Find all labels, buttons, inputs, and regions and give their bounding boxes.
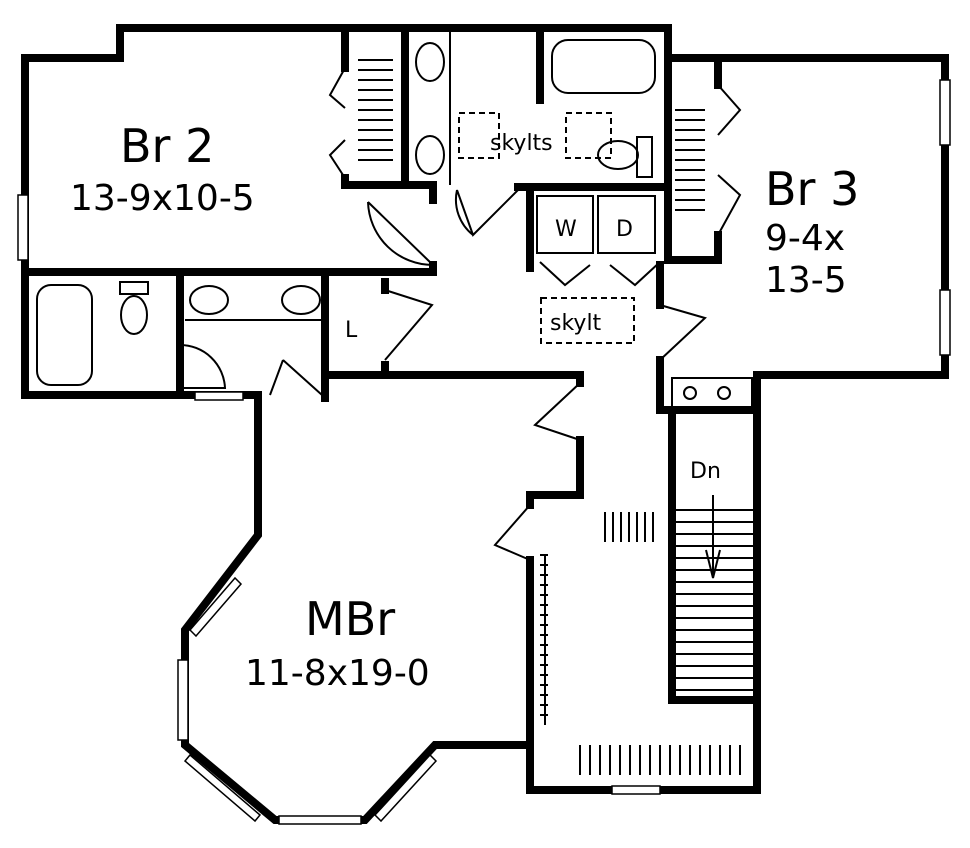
mbr-size: 11-8x19-0 bbox=[245, 653, 430, 694]
skylight-label: skylt bbox=[550, 311, 602, 336]
room-labels: Br 2 13-9x10-5 Br 3 9-4x 13-5 MBr 11-8x1… bbox=[70, 119, 859, 694]
windows bbox=[17, 79, 951, 825]
toilet-bowl-icon bbox=[597, 140, 639, 170]
interior-walls bbox=[21, 24, 761, 749]
toilet-tank-icon bbox=[119, 281, 149, 295]
stairs-label: Dn bbox=[690, 459, 721, 484]
mbr-name: MBr bbox=[305, 592, 395, 646]
closet-shelves bbox=[358, 59, 741, 775]
toilet-bowl-icon bbox=[120, 295, 148, 335]
bathtub-icon bbox=[551, 39, 656, 94]
br2-name: Br 2 bbox=[120, 119, 214, 173]
sink-icon bbox=[189, 285, 229, 315]
skylight-icon bbox=[565, 112, 612, 159]
skylights-label: skylts bbox=[490, 131, 553, 156]
skylight-icon bbox=[458, 112, 500, 159]
toilet-tank-icon bbox=[636, 136, 653, 178]
br3-size-1: 9-4x bbox=[765, 218, 845, 259]
down-arrow-icon bbox=[705, 495, 721, 579]
skylight-icon bbox=[540, 297, 635, 344]
dryer-icon bbox=[597, 195, 656, 254]
sink-icon bbox=[415, 135, 445, 175]
br2-size: 13-9x10-5 bbox=[70, 178, 255, 219]
br3-size-2: 13-5 bbox=[765, 260, 847, 301]
bathtub-icon bbox=[36, 284, 93, 386]
fixtures bbox=[36, 28, 753, 409]
linen-label: L bbox=[345, 318, 358, 343]
washer-icon bbox=[536, 195, 594, 254]
sink-icon bbox=[415, 42, 445, 82]
dryer-label: D bbox=[616, 217, 633, 242]
br3-name: Br 3 bbox=[765, 162, 859, 216]
washer-label: W bbox=[555, 217, 577, 242]
doors bbox=[179, 67, 742, 561]
sink-icon bbox=[281, 285, 321, 315]
staircase bbox=[672, 495, 757, 691]
